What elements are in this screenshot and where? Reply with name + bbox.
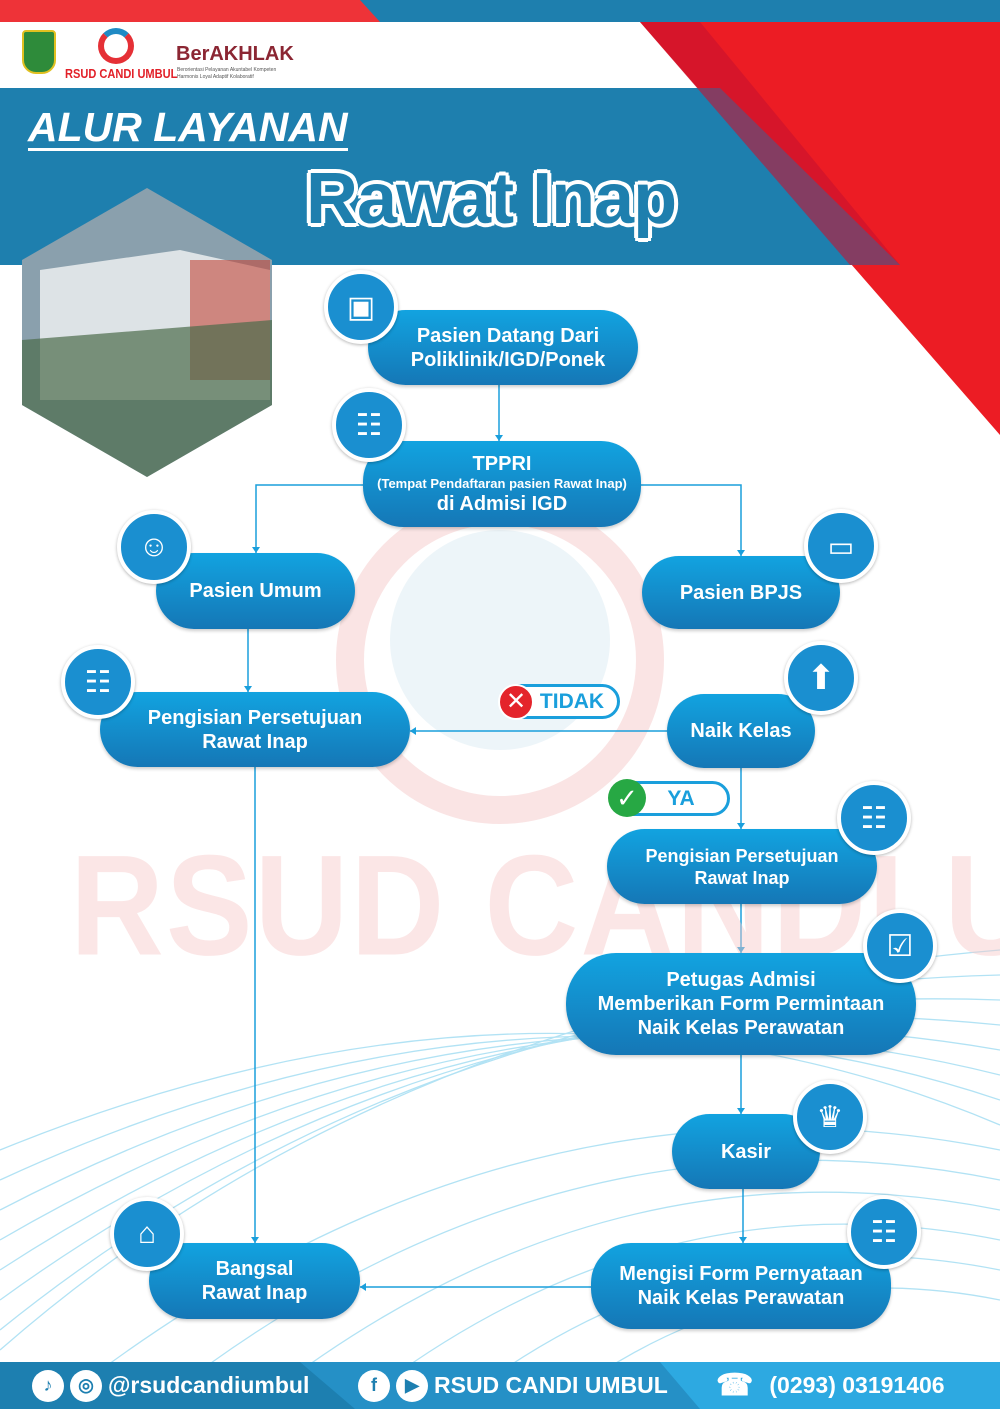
title-top: ALUR LAYANAN: [28, 104, 348, 151]
node-text: Pengisian Persetujuan: [645, 845, 839, 866]
node-text: Memberikan Form Permintaan: [597, 993, 885, 1015]
tiktok-icon[interactable]: ♪: [32, 1369, 64, 1402]
node-text: Pasien Umum: [189, 580, 322, 602]
clipboard-icon: ☷: [837, 781, 911, 855]
people-icon: ☺: [117, 510, 191, 584]
youtube-icon[interactable]: ▶: [396, 1369, 428, 1402]
footer-bar: [0, 1362, 1000, 1409]
hospital-logo: [98, 28, 134, 64]
page-name[interactable]: RSUD CANDI UMBUL: [434, 1372, 668, 1398]
berakhlak-logo: BerAKHLAK: [176, 43, 294, 65]
node-text: Pasien BPJS: [679, 581, 803, 604]
node-text: Kasir: [720, 1140, 772, 1163]
berakhlak-sub-2: Harmonis Loyal Adaptif Kolaboratif: [177, 74, 254, 80]
node-upgrade-class: Naik Kelas: [667, 694, 815, 768]
arrow-up-icon: ⬆: [784, 641, 858, 715]
node-text: Rawat Inap: [202, 730, 308, 753]
node-text: Pasien Datang Dari: [416, 324, 600, 347]
hospital-bed-icon: ⌂: [110, 1197, 184, 1271]
node-text: Mengisi Form Pernyataan: [619, 1263, 863, 1285]
cashier-icon: ♛: [793, 1080, 867, 1154]
phone-number[interactable]: (0293) 03191406: [769, 1372, 945, 1398]
phone-icon: ☎: [716, 1369, 754, 1402]
regency-emblem: [22, 30, 56, 74]
berakhlak-sub-1: Berorientasi Pelayanan Akuntabel Kompete…: [177, 67, 277, 73]
decision-label: TIDAK: [539, 689, 605, 713]
clipboard-icon: ☷: [61, 645, 135, 719]
check-icon: ✓: [608, 779, 646, 817]
node-text: Pengisian Persetujuan: [147, 706, 363, 729]
node-bpjs-patient: Pasien BPJS: [642, 556, 840, 629]
social-handle[interactable]: @rsudcandiumbul: [108, 1372, 310, 1398]
facebook-icon[interactable]: f: [358, 1369, 390, 1402]
node-text: Rawat Inap: [201, 1282, 308, 1304]
footer-phone: ☎ (0293) 03191406: [716, 1362, 945, 1409]
instagram-icon[interactable]: ◎: [70, 1369, 102, 1402]
node-text: Naik Kelas Perawatan: [637, 1017, 845, 1039]
node-subtext: (Tempat Pendaftaran pasien Rawat Inap): [377, 476, 627, 491]
page-title: Rawat Inap: [306, 159, 677, 239]
node-text: Bangsal: [215, 1258, 294, 1280]
clipboard-icon: ☷: [847, 1195, 921, 1269]
x-icon: ✕: [498, 684, 534, 720]
org-name: RSUD CANDI UMBUL: [65, 66, 178, 81]
clipboard-icon: ☷: [332, 388, 406, 462]
node-general-patient: Pasien Umum: [156, 553, 355, 629]
node-tppri: TPPRI(Tempat Pendaftaran pasien Rawat In…: [363, 441, 641, 527]
hospital-icon: ▣: [324, 270, 398, 344]
node-text: TPPRI: [472, 453, 532, 475]
node-text: di Admisi IGD: [436, 493, 568, 515]
node-text: Petugas Admisi: [666, 969, 816, 991]
node-text: Rawat Inap: [694, 867, 790, 888]
node-text: Naik Kelas: [690, 720, 792, 742]
footer-social: ♪◎ @rsudcandiumbul: [32, 1362, 309, 1409]
document-check-icon: ☑: [863, 909, 937, 983]
node-text: Naik Kelas Perawatan: [637, 1287, 845, 1309]
card-hand-icon: ▭: [804, 509, 878, 583]
footer-page: f▶ RSUD CANDI UMBUL: [358, 1362, 668, 1409]
node-text: Poliklinik/IGD/Ponek: [410, 348, 606, 371]
decision-label: YA: [667, 786, 695, 810]
